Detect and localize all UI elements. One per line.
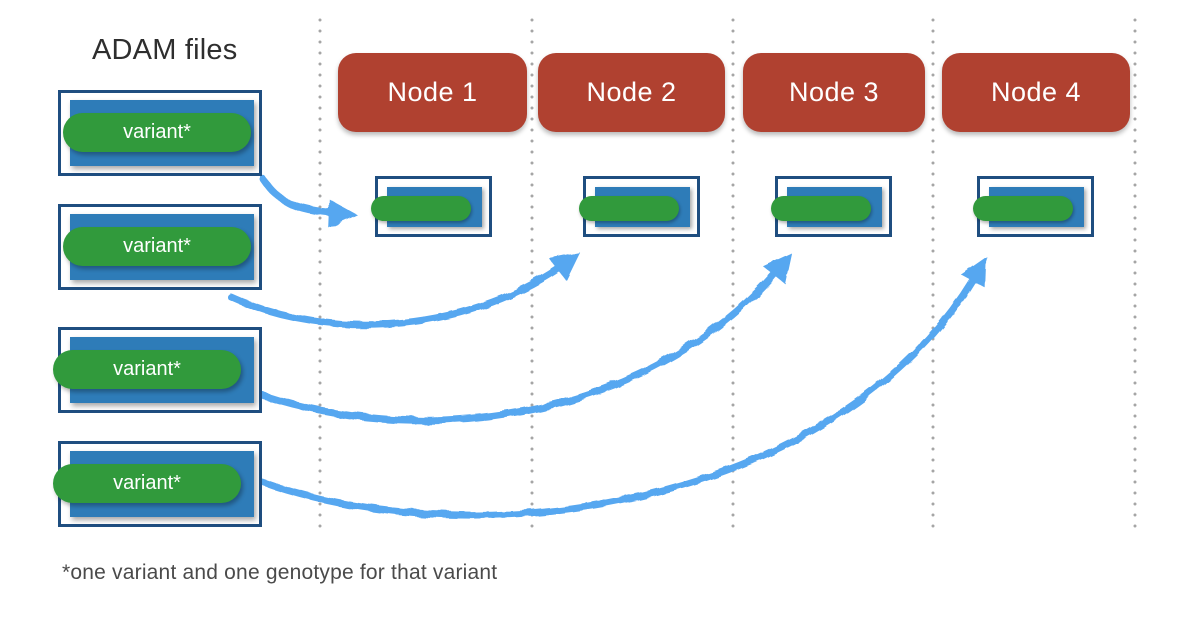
variant-pill-small	[771, 196, 871, 221]
node1-partition-box	[371, 176, 492, 237]
adam-file-1: variant*	[58, 90, 262, 176]
footnote-text: *one variant and one genotype for that v…	[62, 561, 498, 584]
arrow-file4-to-node4	[258, 256, 987, 519]
adam-file-3: variant*	[53, 327, 262, 413]
variant-pill: variant*	[63, 227, 251, 266]
variant-pill-small	[973, 196, 1073, 221]
adam-file-2: variant*	[58, 204, 262, 290]
adam-file-4: variant*	[53, 441, 262, 527]
variant-pill-small	[371, 196, 471, 221]
variant-pill: variant*	[53, 350, 241, 389]
variant-pill: variant*	[53, 464, 241, 503]
node-header-2: Node 2	[538, 53, 725, 132]
node-header-3: Node 3	[743, 53, 925, 132]
node4-partition-box	[973, 176, 1094, 237]
arrow-file2-to-node2	[227, 252, 581, 329]
node-header-1: Node 1	[338, 53, 527, 132]
node-header-4: Node 4	[942, 53, 1130, 132]
arrow-file3-to-node3	[260, 252, 792, 424]
node3-partition-box	[771, 176, 892, 237]
arrow-file1-to-node1	[259, 175, 357, 228]
node2-partition-box	[579, 176, 700, 237]
variant-pill: variant*	[63, 113, 251, 152]
diagram-title: ADAM files	[92, 34, 238, 66]
variant-pill-small	[579, 196, 679, 221]
